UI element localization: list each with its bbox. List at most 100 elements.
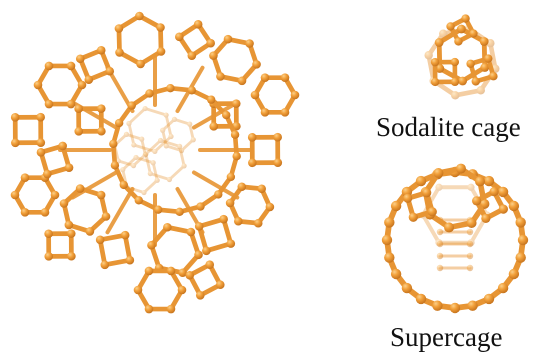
bond [134,156,155,165]
atom [109,139,118,149]
bond [168,164,186,181]
hexagonal-ring [33,61,87,109]
bond [488,40,498,72]
atom [449,302,461,314]
atom [177,285,187,295]
atom [58,141,67,151]
square-ring [194,214,236,256]
atom [484,54,493,63]
atom [253,218,263,228]
atom [439,29,448,38]
atom [96,104,106,113]
hexagonal-ring [114,11,166,69]
atom [40,208,50,217]
hexagonal-ring [59,184,111,236]
bond [421,213,441,245]
atom [384,252,395,263]
square-ring [44,229,76,261]
atom [408,212,418,222]
atom [178,268,187,278]
bond [173,117,192,126]
atom [206,38,215,48]
atom [187,51,197,60]
atom [483,175,495,187]
atom [64,220,74,230]
atom [36,138,46,147]
atom [456,24,466,34]
atom [147,170,153,177]
atom [290,90,300,100]
atom [205,260,215,270]
bond [151,161,159,182]
atom [469,29,478,38]
atom [33,80,43,90]
atom [145,89,154,98]
sodalite-square [430,57,460,87]
atom [114,118,124,128]
atom [250,90,260,100]
bond [153,135,173,153]
atom [153,205,163,214]
atom [64,163,74,172]
bond [121,156,138,172]
atom [202,246,211,256]
atom [142,152,148,158]
atom [126,120,132,127]
atom [66,61,76,71]
atom [451,91,460,100]
atom [280,73,290,82]
atom [216,72,225,81]
atom [219,214,228,224]
hexagonal-ring [250,73,300,117]
atom [515,252,526,263]
atom [280,108,290,117]
atom [265,202,275,212]
atom [120,230,130,240]
atom [515,217,526,228]
atom [237,182,247,192]
atom [166,266,176,276]
atom [257,184,266,194]
square-ring [36,141,74,179]
atom [222,110,231,120]
atom [479,37,489,46]
atom [252,60,261,69]
atom [508,268,520,280]
atom [195,290,205,300]
atom [190,137,196,143]
bond [161,117,176,132]
atom [455,163,466,174]
atom [160,127,166,133]
atom [273,158,283,167]
atom [430,57,440,67]
atom [424,51,433,60]
atom [186,227,196,237]
bond [132,153,147,168]
atom [114,24,124,33]
atom [432,300,443,311]
atom [147,240,156,250]
atom [66,99,76,109]
bond [143,107,168,117]
atom [133,154,139,161]
bond [105,186,135,235]
atom [497,282,509,294]
atom [489,72,498,81]
atom [110,161,120,170]
bond [452,88,484,98]
bond [127,122,136,147]
atom [472,196,482,206]
atom [74,127,84,136]
atom [166,176,173,183]
atom [454,37,463,46]
atom [139,136,145,142]
atom [142,105,148,112]
atom [498,204,508,214]
atom [467,183,475,191]
atom [10,113,20,122]
atom [187,86,197,95]
atom [415,293,427,305]
atom [77,80,87,90]
atom [467,300,478,311]
